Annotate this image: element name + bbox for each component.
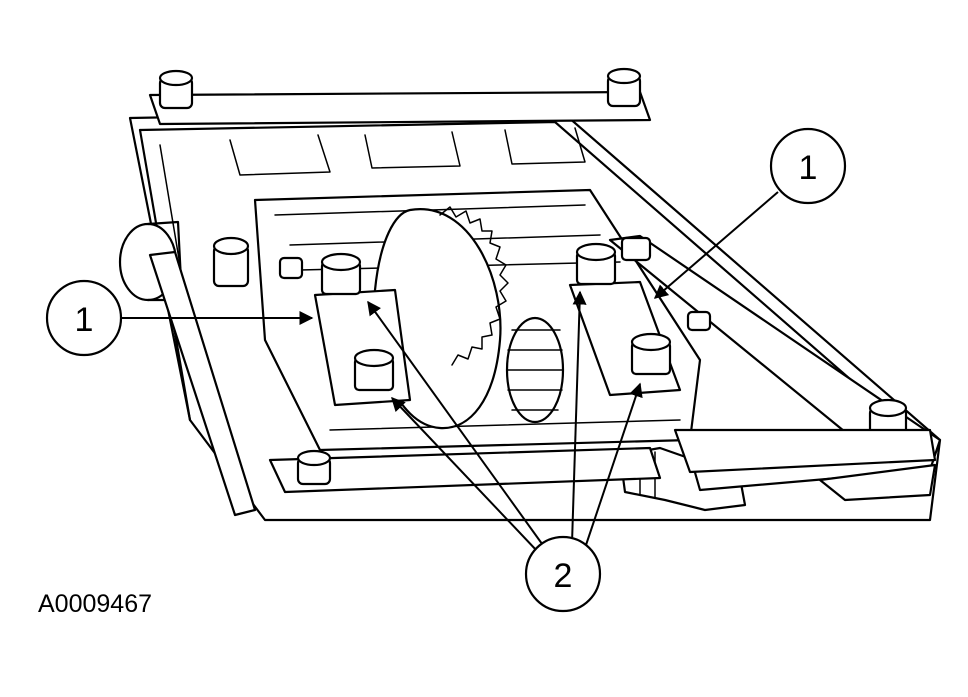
callout-label: 1 xyxy=(799,149,818,187)
bolt-cap-left-upper xyxy=(320,252,362,296)
fixture-bar-bottom xyxy=(268,446,662,494)
leader-line-2-b xyxy=(391,396,539,553)
leader-line-2-d xyxy=(585,382,643,546)
fixture-bar-top xyxy=(148,67,652,126)
pinion-gear xyxy=(505,316,565,424)
bolt-cap-right-lower xyxy=(630,332,672,376)
callout-2: 2 xyxy=(524,535,602,613)
callout-1-left: 1 xyxy=(45,279,123,357)
leader-line-1-right xyxy=(653,191,779,299)
callout-label: 2 xyxy=(554,557,573,595)
callout-1-right: 1 xyxy=(769,127,847,205)
bolt-cap-right-upper xyxy=(575,242,617,286)
leader-line-2-c xyxy=(571,290,587,544)
callout-label: 1 xyxy=(75,301,94,339)
bolt-cap-left-lower xyxy=(353,348,395,392)
fixture-bar-lower-right xyxy=(818,463,937,502)
leader-line-2-a xyxy=(367,300,546,549)
fixture-bar-right xyxy=(608,234,942,492)
figure-id: A0009467 xyxy=(38,590,153,618)
